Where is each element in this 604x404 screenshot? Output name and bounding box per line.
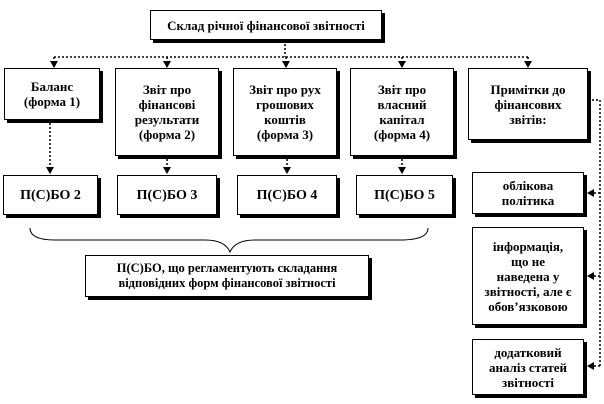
standard-label: П(С)БО 4 [256, 187, 318, 203]
standard-box-psbo2: П(С)БО 2 [3, 175, 98, 215]
form-label: Звіт про власний капітал (форма 4) [373, 82, 431, 142]
standard-label: П(С)БО 2 [20, 187, 81, 203]
standards-brace [29, 227, 429, 254]
form-box-financial-results: Звіт про фінансові результати (форма 2) [115, 68, 219, 156]
form-label: Баланс (форма 1) [23, 79, 81, 109]
title-box: Склад річної фінансової звітності [150, 10, 382, 40]
notes-item-label: інформація, що не наведена у звітності, … [484, 238, 572, 314]
standard-box-psbo5: П(С)БО 5 [356, 175, 453, 215]
standard-label: П(С)БО 3 [136, 187, 198, 203]
form-box-cash-flow: Звіт про рух грошових коштів (форма 3) [233, 68, 337, 156]
standards-caption-text: П(С)БО, що регламентують складання відпо… [116, 261, 338, 290]
form-box-balance: Баланс (форма 1) [4, 68, 100, 120]
form-label: Звіт про фінансові результати (форма 2) [134, 82, 200, 142]
notes-item-label: додатковий аналіз статей звітності [488, 344, 568, 390]
standard-box-psbo3: П(С)БО 3 [117, 175, 217, 215]
connector-notes-right [588, 99, 601, 366]
notes-item-additional-analysis: додатковий аналіз статей звітності [472, 339, 584, 395]
standards-caption-box: П(С)БО, що регламентують складання відпо… [85, 255, 369, 297]
notes-item-label: облікова політика [501, 178, 555, 208]
form-label: Примітки до фінансових звітів: [490, 81, 566, 127]
standard-label: П(С)БО 5 [374, 187, 435, 203]
form-box-notes: Примітки до фінансових звітів: [468, 68, 588, 140]
form-box-equity: Звіт про власний капітал (форма 4) [350, 68, 454, 156]
standard-box-psbo4: П(С)БО 4 [237, 175, 337, 215]
title-text: Склад річної фінансової звітності [167, 17, 365, 33]
form-label: Звіт про рух грошових коштів (форма 3) [249, 82, 321, 142]
notes-item-accounting-policy: облікова політика [472, 172, 584, 214]
notes-item-mandatory-info: інформація, що не наведена у звітності, … [472, 227, 584, 325]
